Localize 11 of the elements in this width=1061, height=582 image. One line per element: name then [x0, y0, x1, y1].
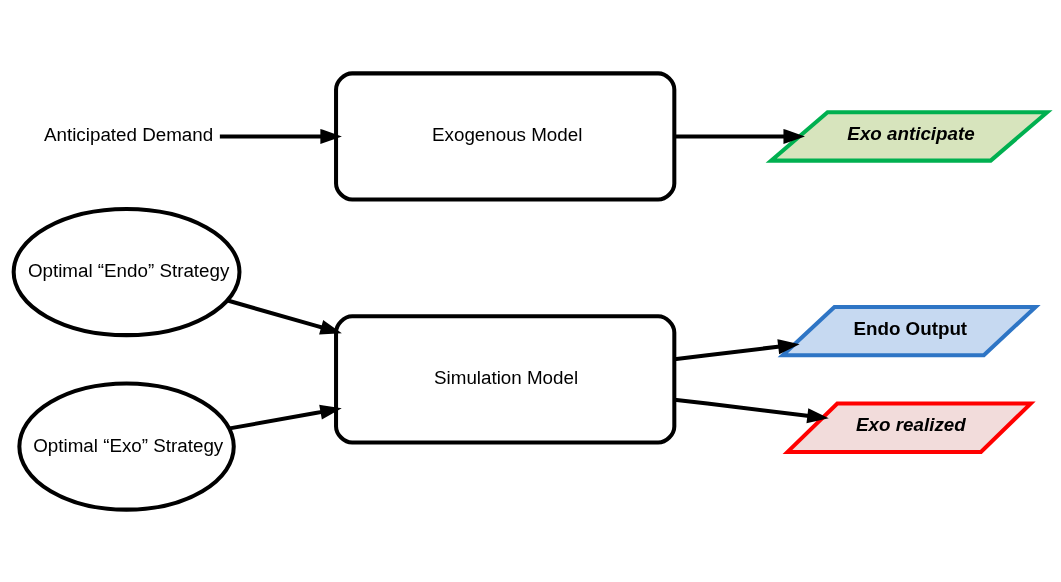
node-box: Simulation Model	[334, 313, 677, 445]
node-box: Exogenous Model	[334, 70, 677, 202]
arrow	[674, 397, 829, 423]
node-ellipse: Optimal “Exo” Strategy	[17, 380, 236, 512]
arrow	[674, 338, 800, 361]
arrow	[229, 404, 342, 430]
arrow	[219, 128, 342, 144]
arrow	[674, 128, 805, 144]
node-ellipse: Optimal “Endo” Strategy	[11, 206, 242, 337]
arrow	[227, 298, 342, 334]
node-text: Anticipated Demand	[44, 123, 214, 145]
